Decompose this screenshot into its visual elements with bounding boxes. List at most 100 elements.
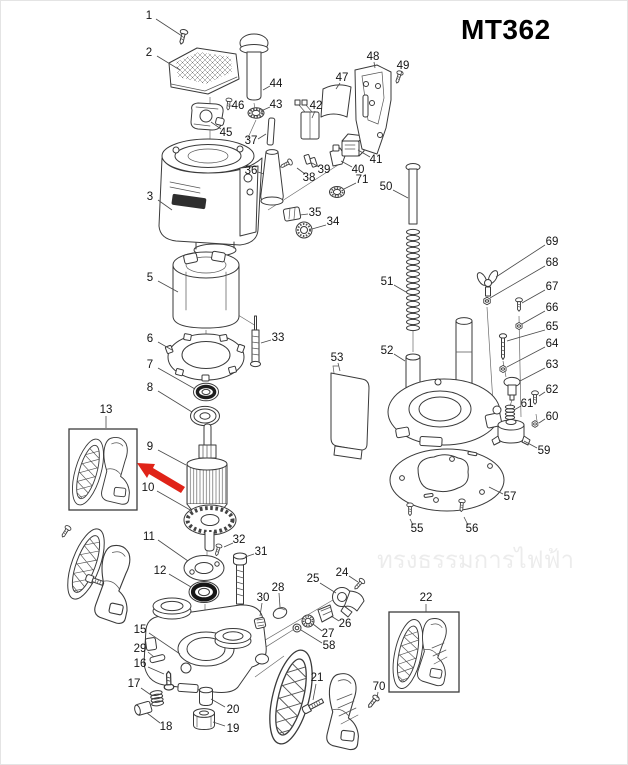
part-48-bracket [354, 64, 392, 155]
callout-34: 34 [311, 216, 340, 230]
callout-39: 39 [311, 162, 331, 176]
callout-27: 27 [312, 623, 335, 640]
svg-text:17: 17 [128, 678, 141, 690]
part-63-thumb-screw [503, 376, 521, 401]
svg-text:2: 2 [146, 47, 152, 59]
part-44-stopper-pole [239, 33, 269, 101]
callout-30: 30 [257, 592, 270, 617]
callout-13: 13 [100, 404, 112, 428]
part-18-pin [134, 700, 153, 716]
part-66-nut [515, 322, 523, 330]
svg-text:33: 33 [272, 332, 285, 344]
svg-text:6: 6 [147, 333, 153, 345]
svg-text:39: 39 [318, 164, 331, 176]
svg-text:55: 55 [411, 523, 424, 535]
part-33-bolt [250, 315, 261, 368]
callout-51: 51 [381, 276, 407, 293]
svg-text:35: 35 [309, 207, 322, 219]
part-38-screw [278, 157, 294, 171]
svg-text:18: 18 [160, 721, 173, 733]
svg-text:58: 58 [323, 640, 336, 652]
handle-set-bottom-right [262, 645, 381, 751]
svg-text:28: 28 [272, 582, 285, 594]
part-61-spring [504, 404, 516, 420]
svg-text:53: 53 [331, 352, 344, 364]
callout-46: 46 [230, 100, 244, 112]
svg-text:60: 60 [546, 411, 559, 423]
callout-24: 24 [336, 567, 359, 583]
part-28-cap [272, 607, 288, 619]
svg-text:3: 3 [147, 191, 153, 203]
callout-71: 71 [343, 174, 368, 190]
callout-20: 20 [210, 698, 240, 716]
part-36-distance-tube [260, 149, 284, 206]
part-8-bearing-retainer [190, 405, 220, 427]
callout-26: 26 [330, 615, 351, 630]
callout-25: 25 [307, 573, 337, 594]
callout-36: 36 [245, 165, 265, 177]
svg-text:40: 40 [352, 164, 365, 176]
svg-text:45: 45 [220, 127, 233, 139]
callout-70: 70 [373, 681, 386, 699]
part-31-bolt [233, 552, 247, 605]
svg-text:30: 30 [257, 592, 270, 604]
callout-60: 60 [538, 411, 559, 424]
svg-text:7: 7 [147, 359, 153, 371]
svg-text:37: 37 [245, 135, 258, 147]
svg-text:19: 19 [227, 723, 240, 735]
callout-52: 52 [381, 345, 406, 362]
svg-text:20: 20 [227, 704, 240, 716]
svg-text:65: 65 [546, 321, 559, 333]
part-10-gear [183, 504, 237, 552]
callout-38: 38 [296, 167, 315, 184]
part-68-nut [483, 296, 491, 306]
callout-50: 50 [380, 181, 409, 199]
callout-7: 7 [147, 359, 196, 390]
callout-41: 41 [357, 149, 382, 166]
svg-text:66: 66 [546, 302, 559, 314]
svg-text:9: 9 [147, 441, 153, 453]
callout-31: 31 [244, 546, 267, 558]
part-3-motor-housing [158, 138, 263, 257]
callout-22: 22 [420, 592, 433, 612]
svg-text:27: 27 [322, 628, 335, 640]
callout-18: 18 [146, 712, 173, 733]
part-55-screw [406, 502, 414, 517]
callout-55: 55 [409, 518, 424, 535]
part-69-wing-bolt [476, 270, 499, 297]
callout-45: 45 [210, 121, 233, 139]
callout-43: 43 [260, 99, 282, 112]
callout-17: 17 [128, 678, 152, 696]
part-45-brush-holder [190, 102, 225, 131]
part-60-nut [531, 420, 539, 428]
callout-59: 59 [523, 440, 551, 457]
callout-15: 15 [134, 624, 181, 655]
callout-11: 11 [143, 531, 189, 562]
svg-text:59: 59 [538, 445, 551, 457]
svg-text:24: 24 [336, 567, 349, 579]
part-42-capacitor [294, 99, 320, 140]
svg-text:52: 52 [381, 345, 394, 357]
callout-16: 16 [134, 658, 165, 675]
callout-65: 65 [506, 321, 559, 342]
part-52-router-base [387, 317, 503, 447]
callout-32: 32 [223, 534, 245, 548]
callout-12: 12 [154, 565, 192, 588]
svg-text:36: 36 [245, 165, 258, 177]
callout-47: 47 [336, 72, 348, 90]
svg-text:70: 70 [373, 681, 386, 693]
part-17-spring [149, 690, 165, 707]
callout-64: 64 [506, 338, 559, 368]
callout-40: 40 [340, 160, 365, 176]
svg-text:22: 22 [420, 592, 433, 604]
svg-text:57: 57 [504, 491, 517, 503]
callout-48: 48 [367, 51, 379, 69]
svg-text:1: 1 [146, 10, 152, 22]
svg-text:11: 11 [143, 531, 155, 543]
svg-text:50: 50 [380, 181, 393, 193]
part-27-knurled-nut [301, 614, 315, 628]
svg-text:34: 34 [327, 216, 340, 228]
svg-text:69: 69 [546, 236, 559, 248]
svg-text:64: 64 [546, 338, 559, 350]
